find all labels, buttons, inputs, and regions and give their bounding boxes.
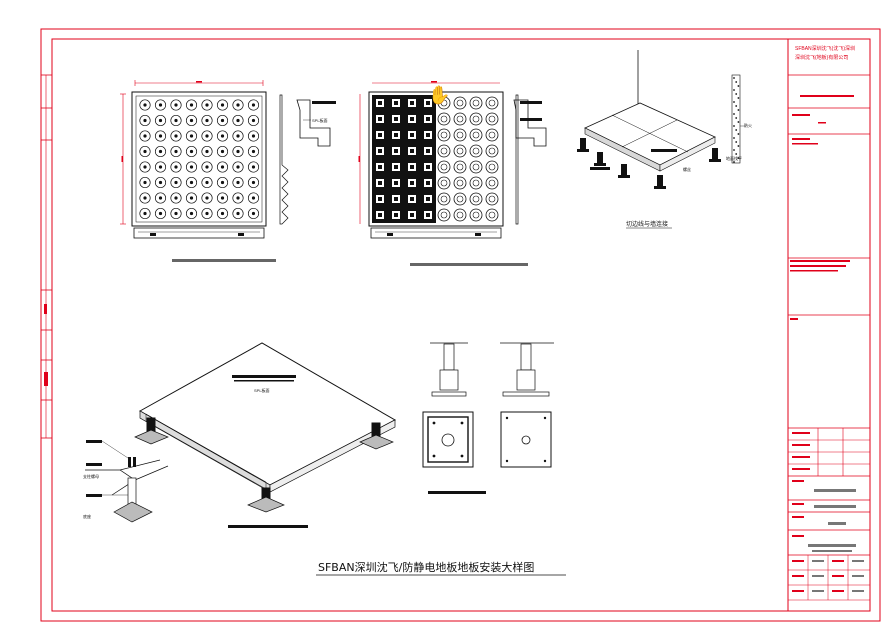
edge-detail-caption: 切边线与墙连接 xyxy=(626,220,668,228)
svg-text:螺丝: 螺丝 xyxy=(683,166,691,172)
panel-plan-left xyxy=(120,80,276,262)
svg-text:SPL板面: SPL板面 xyxy=(312,117,328,123)
svg-text:底座: 底座 xyxy=(83,513,91,519)
title-block: SFBAN深圳沈飞(沈飞)深圳 深圳沈飞(地板)有限公司 xyxy=(787,38,871,612)
wall-edge-detail: 地面找平 螺丝 防火 切边线与墙连接 xyxy=(577,50,752,229)
pedestal-elevations xyxy=(422,342,554,494)
company-name-line-1: SFBAN深圳沈飞(沈飞)深圳 xyxy=(795,45,855,52)
svg-text:✋: ✋ xyxy=(428,84,450,106)
edge-profile-right xyxy=(513,94,547,225)
pedestal-exploded-detail: 支柱螺母 底座 xyxy=(83,440,169,523)
isometric-assembly: SPL板面 xyxy=(134,342,397,528)
edge-profile-left: SPL板面 xyxy=(279,94,336,225)
company-name-line-2: 深圳沈飞(地板)有限公司 xyxy=(795,54,848,61)
panel-plan-right: ✋ xyxy=(358,81,528,266)
svg-text:SPL板面: SPL板面 xyxy=(254,387,270,393)
pedestal-feet xyxy=(134,417,394,513)
svg-text:防火: 防火 xyxy=(744,122,752,128)
svg-text:地面找平: 地面找平 xyxy=(726,155,742,161)
svg-text:支柱螺母: 支柱螺母 xyxy=(83,473,99,479)
drawing-main-title: SFBAN深圳沈飞/防静电地板地板安装大样图 xyxy=(318,560,534,574)
